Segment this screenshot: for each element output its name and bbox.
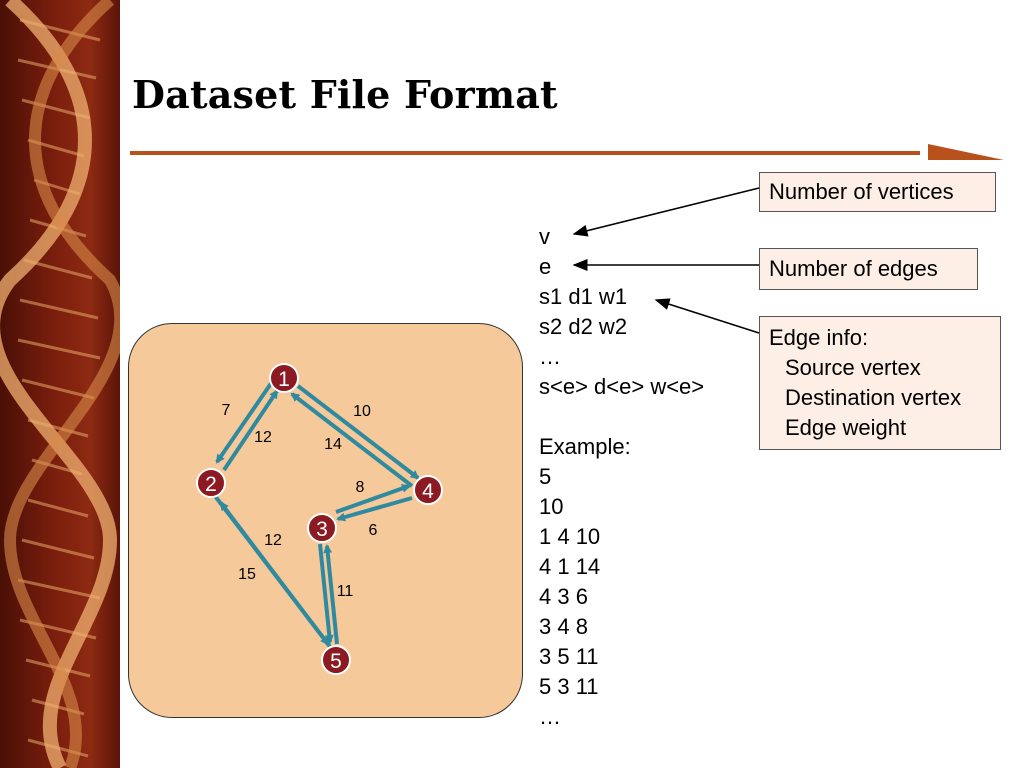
format-line-e: e xyxy=(539,254,552,279)
example-line: 5 xyxy=(539,464,552,489)
title-arrow-icon xyxy=(928,144,1004,160)
dna-decoration xyxy=(0,0,120,768)
graph-node-4: 4 xyxy=(413,475,443,505)
page-title: Dataset File Format xyxy=(132,72,558,117)
callout-edgeinfo-weight: Edge weight xyxy=(785,415,907,440)
graph-node-label: 4 xyxy=(422,480,434,503)
format-line-edge-2: s2 d2 w2 xyxy=(539,314,628,339)
edge-5-to-2 xyxy=(219,501,336,654)
callout-number-of-vertices: Number of vertices xyxy=(759,172,996,212)
edge-2-to-1 xyxy=(222,389,279,472)
graph-node-label: 1 xyxy=(278,368,290,391)
example-line: 4 3 6 xyxy=(539,584,588,609)
callout-edgeinfo-heading: Edge info: xyxy=(769,325,869,350)
example-line: … xyxy=(539,704,561,729)
graph-node-label: 5 xyxy=(330,650,342,673)
example-line: 5 3 11 xyxy=(539,674,599,699)
edge-1-to-2 xyxy=(215,380,274,464)
graph-nodes: 1 2 3 4 5 xyxy=(196,363,443,675)
title-divider xyxy=(130,151,920,155)
connector-edgeinfo xyxy=(654,298,760,334)
example-line: 3 4 8 xyxy=(539,614,588,639)
edge-4-to-3 xyxy=(336,496,413,522)
edge-weight-label: 12 xyxy=(264,532,282,549)
callout-edge-info: Edge info: Source vertex Destination ver… xyxy=(759,316,1001,450)
graph-node-1: 1 xyxy=(269,363,299,393)
graph-node-5: 5 xyxy=(321,645,351,675)
example-line: 3 5 11 xyxy=(539,644,599,669)
callout-edgeinfo-destination: Destination vertex xyxy=(785,385,962,410)
example-line: 1 4 10 xyxy=(539,524,601,549)
callout-vertices-text: Number of vertices xyxy=(769,179,954,204)
format-spec: v e s1 d1 w1 s2 d2 w2 … s<e> d<e> w<e> E… xyxy=(539,222,704,732)
edge-weight-label: 12 xyxy=(254,429,272,446)
edge-4-to-1 xyxy=(290,392,414,488)
example-line: 4 1 14 xyxy=(539,554,601,579)
edge-weight-label: 10 xyxy=(353,403,371,420)
edge-1-to-4 xyxy=(296,384,420,480)
graph-node-label: 2 xyxy=(205,473,217,496)
format-line-edge-1: s1 d1 w1 xyxy=(539,284,628,309)
graph-node-2: 2 xyxy=(196,468,226,498)
example-line: 10 xyxy=(539,494,564,519)
connector-vertices xyxy=(572,187,760,237)
edge-weight-label: 7 xyxy=(222,402,231,419)
callout-number-of-edges: Number of edges xyxy=(759,248,978,290)
callout-edgeinfo-source: Source vertex xyxy=(785,355,921,380)
format-line-ellipsis: … xyxy=(539,344,561,369)
edge-weight-label: 14 xyxy=(324,436,342,453)
format-line-v: v xyxy=(539,224,550,249)
graph-node-label: 3 xyxy=(316,518,328,541)
edge-weight-label: 8 xyxy=(356,479,365,496)
edge-3-to-5 xyxy=(318,543,334,644)
graph-node-3: 3 xyxy=(307,513,337,543)
example-heading: Example: xyxy=(539,434,631,459)
callout-edges-text: Number of edges xyxy=(769,256,938,281)
edge-3-to-4 xyxy=(335,484,411,514)
format-line-edge-e: s<e> d<e> w<e> xyxy=(539,374,705,399)
edge-weight-label: 11 xyxy=(337,583,354,600)
edge-weight-label: 6 xyxy=(369,522,378,539)
edge-weight-label: 15 xyxy=(238,566,256,583)
edge-5-to-3 xyxy=(323,544,339,645)
